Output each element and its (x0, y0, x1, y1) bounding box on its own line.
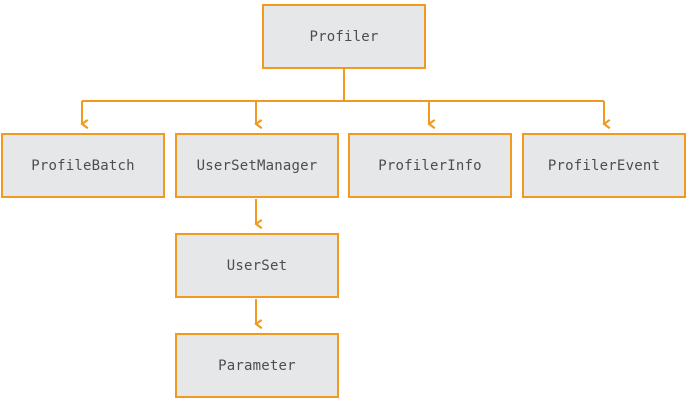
node-userset[interactable]: UserSet (175, 233, 339, 298)
node-profilerinfo-label: ProfilerInfo (378, 157, 482, 174)
node-profilerinfo[interactable]: ProfilerInfo (348, 133, 512, 198)
node-profilerevent[interactable]: ProfilerEvent (522, 133, 686, 198)
node-profilebatch-label: ProfileBatch (31, 157, 135, 174)
node-usersetmanager[interactable]: UserSetManager (175, 133, 339, 198)
node-profilerevent-label: ProfilerEvent (547, 157, 661, 174)
node-parameter[interactable]: Parameter (175, 333, 339, 398)
node-profiler[interactable]: Profiler (262, 4, 426, 69)
node-usersetmanager-label: UserSetManager (196, 157, 318, 174)
node-parameter-label: Parameter (218, 357, 296, 374)
node-profiler-label: Profiler (309, 28, 379, 45)
node-profilebatch[interactable]: ProfileBatch (1, 133, 165, 198)
node-userset-label: UserSet (226, 257, 288, 274)
